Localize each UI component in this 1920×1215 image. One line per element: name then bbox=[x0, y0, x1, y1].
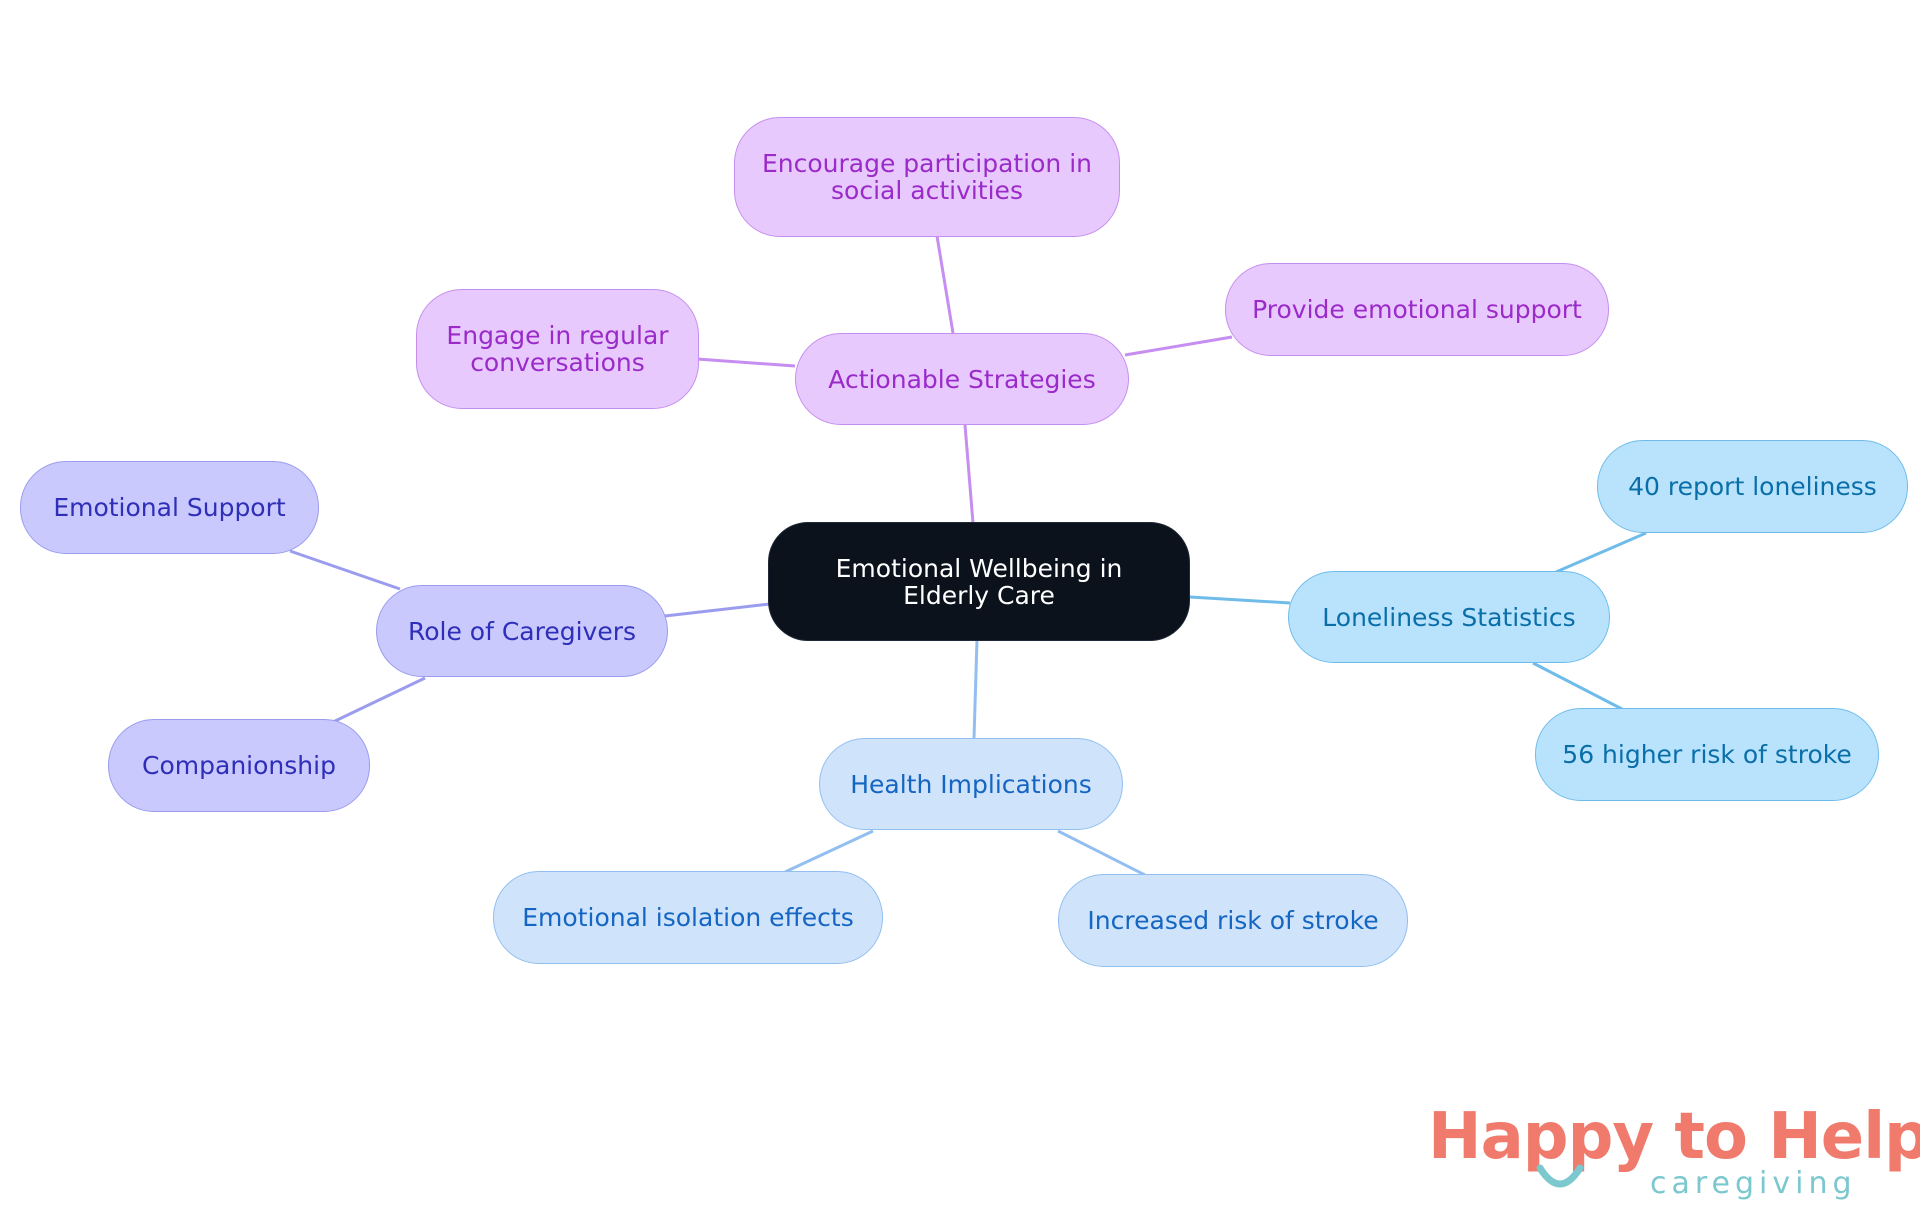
edge-actionable-conversations bbox=[696, 357, 796, 368]
leaf-companionship[interactable]: Companionship bbox=[108, 719, 370, 812]
branch-actionable-strategies[interactable]: Actionable Strategies bbox=[795, 333, 1129, 425]
leaf-label: 56 higher risk of stroke bbox=[1562, 740, 1852, 769]
edge-root-actionable bbox=[963, 424, 975, 524]
leaf-label: Companionship bbox=[142, 751, 336, 780]
branch-label: Loneliness Statistics bbox=[1322, 602, 1576, 632]
smile-icon bbox=[1536, 1164, 1584, 1188]
edge-root-loneliness bbox=[1189, 595, 1291, 605]
leaf-social-activities[interactable]: Encourage participation in social activi… bbox=[734, 117, 1120, 237]
leaf-label: Increased risk of stroke bbox=[1087, 906, 1379, 935]
branch-role-of-caregivers[interactable]: Role of Caregivers bbox=[376, 585, 668, 677]
edge-actionable-social bbox=[935, 235, 955, 334]
edge-actionable-provide bbox=[1124, 335, 1233, 357]
leaf-emotional-support[interactable]: Emotional Support bbox=[20, 461, 319, 554]
leaf-regular-conversations[interactable]: Engage in regular conversations bbox=[416, 289, 699, 409]
branch-label: Health Implications bbox=[850, 769, 1092, 799]
root-label: Emotional Wellbeing in Elderly Care bbox=[835, 553, 1123, 610]
edge-root-caregivers bbox=[664, 602, 771, 618]
edge-loneliness-stroke bbox=[1532, 661, 1623, 711]
branch-label: Role of Caregivers bbox=[407, 616, 637, 646]
branch-label: Actionable Strategies bbox=[828, 364, 1096, 394]
logo-tagline: caregiving bbox=[1650, 1166, 1857, 1201]
logo-wordmark: Happy to Help bbox=[1428, 1100, 1920, 1174]
brand-logo: Happy to Help caregiving bbox=[1420, 1100, 1920, 1210]
branch-health-implications[interactable]: Health Implications bbox=[819, 738, 1123, 830]
leaf-provide-emotional-support[interactable]: Provide emotional support bbox=[1225, 263, 1609, 356]
edge-health-stroke bbox=[1057, 829, 1146, 877]
edge-loneliness-report bbox=[1555, 531, 1647, 574]
edge-caregivers-companionship bbox=[332, 676, 426, 724]
edge-root-health bbox=[972, 639, 979, 739]
branch-loneliness-statistics[interactable]: Loneliness Statistics bbox=[1288, 571, 1610, 663]
leaf-label: Encourage participation in social activi… bbox=[761, 149, 1093, 205]
leaf-emotional-isolation[interactable]: Emotional isolation effects bbox=[493, 871, 883, 964]
leaf-label: 40 report loneliness bbox=[1628, 472, 1877, 501]
leaf-label: Emotional isolation effects bbox=[522, 903, 854, 932]
edge-caregivers-support bbox=[289, 549, 401, 591]
root-node[interactable]: Emotional Wellbeing in Elderly Care bbox=[768, 522, 1190, 641]
leaf-label: Provide emotional support bbox=[1252, 295, 1582, 324]
leaf-higher-risk-stroke[interactable]: 56 higher risk of stroke bbox=[1535, 708, 1879, 801]
leaf-increased-risk-stroke[interactable]: Increased risk of stroke bbox=[1058, 874, 1408, 967]
leaf-report-loneliness[interactable]: 40 report loneliness bbox=[1597, 440, 1908, 533]
edge-health-isolation bbox=[784, 829, 874, 874]
leaf-label: Engage in regular conversations bbox=[446, 321, 669, 377]
leaf-label: Emotional Support bbox=[53, 493, 286, 522]
